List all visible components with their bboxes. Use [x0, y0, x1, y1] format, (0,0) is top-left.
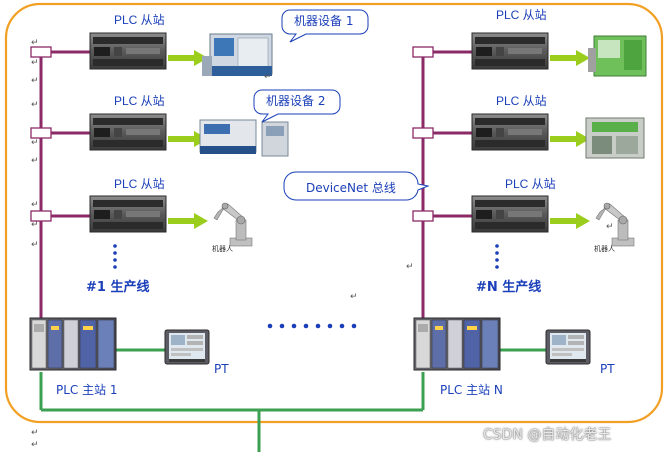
junction-box — [412, 46, 434, 58]
machine-1-label: 机器设备 1 — [294, 14, 354, 28]
junction-box — [412, 127, 434, 139]
paragraph-mark: ↵ — [606, 222, 614, 232]
robot-label: 机器人 — [594, 245, 615, 253]
pt-label: PT — [600, 362, 615, 376]
plc-slave-label: PLC 从站 — [505, 177, 556, 191]
machine-equipment-2-icon — [199, 119, 289, 157]
plc-slave-unit — [471, 113, 549, 151]
callout-machine-1 — [281, 9, 369, 43]
machine-2-label: 机器设备 2 — [266, 94, 326, 108]
junction-box — [412, 210, 434, 222]
more-lines-dots — [267, 323, 357, 329]
devicenet-bus-label: DeviceNet 总线 — [306, 181, 396, 195]
paragraph-mark: ↵ — [31, 428, 39, 438]
plc-slave-unit — [471, 32, 549, 70]
plc-slave-label: PLC 从站 — [496, 8, 547, 22]
plc-slave-unit — [89, 32, 167, 70]
plc-slave-label: PLC 从站 — [114, 177, 165, 191]
callout-devicenet — [283, 171, 430, 201]
arrow-icon — [550, 50, 590, 66]
paragraph-mark: ↵ — [31, 38, 39, 48]
paragraph-mark: ↵ — [31, 200, 39, 210]
plc-master-n-label: PLC 主站 N — [440, 383, 503, 397]
production-line-n-label: #N 生产线 — [476, 280, 542, 295]
paragraph-mark: ↵ — [31, 220, 39, 230]
arrow-icon — [550, 213, 590, 229]
production-line-1-label: #1 生产线 — [86, 280, 150, 295]
paragraph-mark: ↵ — [31, 58, 39, 68]
arrow-icon — [550, 131, 590, 147]
machine-equipment-icon — [585, 117, 645, 159]
junction-box — [30, 46, 52, 58]
plc-master-rack-1 — [29, 317, 117, 371]
robot-label: 机器人 — [212, 245, 233, 253]
plc-slave-unit — [471, 195, 549, 233]
plc-master-rack-n — [413, 317, 501, 371]
paragraph-mark: ↵ — [264, 72, 272, 82]
paragraph-mark: ↵ — [31, 240, 39, 250]
plc-master-1-label: PLC 主站 1 — [56, 383, 118, 397]
more-slaves-dots — [113, 244, 499, 269]
paragraph-mark: ↵ — [31, 100, 39, 110]
paragraph-mark: ↵ — [350, 292, 358, 302]
pt-panel-icon — [164, 329, 210, 365]
machine-equipment-icon — [588, 35, 647, 77]
robot-arm-icon — [595, 202, 635, 247]
arrow-icon — [168, 213, 208, 229]
plc-slave-unit — [89, 195, 167, 233]
robot-arm-icon — [213, 202, 253, 247]
plc-slave-unit — [89, 113, 167, 151]
callout-machine-2 — [253, 89, 341, 123]
plc-slave-label: PLC 从站 — [114, 94, 165, 108]
paragraph-mark: ↵ — [31, 76, 39, 86]
paragraph-mark: ↵ — [406, 262, 414, 272]
paragraph-mark: ↵ — [31, 156, 39, 166]
plc-slave-label: PLC 从站 — [114, 13, 165, 27]
watermark: CSDN @自动化老王 — [483, 427, 612, 443]
production-frame — [4, 2, 664, 424]
machine-equipment-1-icon — [202, 33, 273, 76]
pt-panel-icon — [545, 329, 591, 365]
plc-slave-label: PLC 从站 — [496, 94, 547, 108]
paragraph-mark: ↵ — [31, 138, 39, 148]
pt-label: PT — [214, 362, 229, 376]
paragraph-mark: ↵ — [31, 440, 39, 450]
junction-box — [30, 127, 52, 139]
